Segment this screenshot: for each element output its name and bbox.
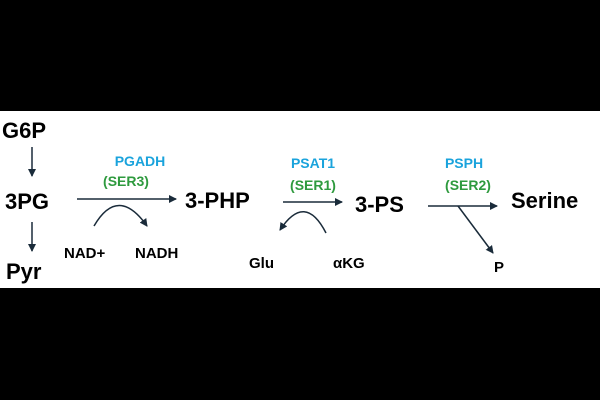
gene-ser1: (SER1)	[290, 177, 336, 193]
cofactor-nad: NAD+	[64, 245, 105, 262]
cofactor-arc-nad-nadh	[93, 204, 148, 227]
cofactor-glu: Glu	[249, 255, 274, 272]
metabolite-3-ps: 3-PS	[355, 192, 404, 217]
arrow-phosphate-release	[457, 205, 494, 254]
cofactor-nadh: NADH	[135, 245, 178, 262]
cofactor-p: P	[494, 259, 504, 276]
cofactor-akg: αKG	[333, 255, 365, 272]
gene-ser3: (SER3)	[103, 173, 149, 189]
gene-ser2: (SER2)	[445, 177, 491, 193]
metabolite-serine: Serine	[511, 188, 578, 213]
enzyme-psph: PSPH	[445, 155, 483, 171]
metabolite-g6p: G6P	[2, 118, 46, 143]
enzyme-pgadh: PGADH	[115, 153, 166, 169]
cofactor-arc-akg-glu	[279, 211, 327, 234]
metabolite-3pg: 3PG	[5, 189, 49, 214]
enzyme-psat1: PSAT1	[291, 155, 335, 171]
metabolite-pyr: Pyr	[6, 259, 42, 284]
metabolite-3-php: 3-PHP	[185, 188, 250, 213]
